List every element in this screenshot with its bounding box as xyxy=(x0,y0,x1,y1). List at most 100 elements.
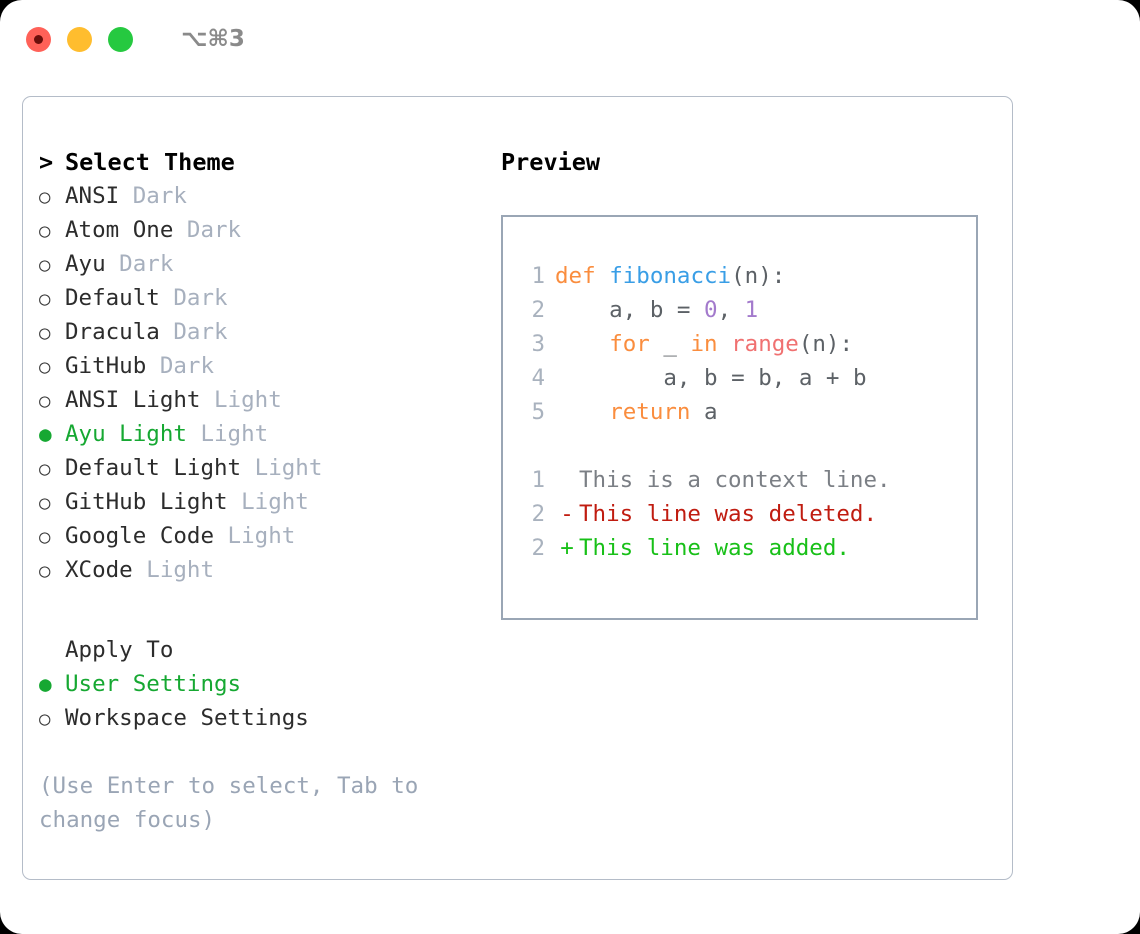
code-token-plain: _ xyxy=(649,331,691,357)
theme-option-label: Ayu Light xyxy=(65,421,187,447)
code-token-fn: fibonacci xyxy=(609,263,732,289)
code-token-num: 0 xyxy=(704,297,718,323)
radio-unselected-icon: ○ xyxy=(39,526,51,548)
theme-option-xcode[interactable]: ○ XCode Light xyxy=(39,553,469,587)
theme-option-default[interactable]: ○Default Dark xyxy=(39,281,469,315)
radio-unselected-icon: ○ xyxy=(39,322,51,344)
theme-option-label: Atom One xyxy=(65,217,174,243)
code-line-content: a, b = 0, 1 xyxy=(555,293,758,327)
theme-option-variant: Light xyxy=(214,523,296,549)
radio-unselected-icon: ○ xyxy=(39,254,51,276)
apply-to-marker-spacer xyxy=(39,633,65,667)
theme-option-github-light[interactable]: ○GitHub Light Light xyxy=(39,485,469,519)
diff-line-text: This is a context line. xyxy=(579,467,891,493)
code-line-number: 4 xyxy=(531,365,545,391)
code-line: 2 a, b = 0, 1 xyxy=(517,293,976,327)
radio-unselected-icon: ○ xyxy=(39,458,51,480)
diff-line-number: 1 xyxy=(531,467,545,493)
code-token-plain xyxy=(555,399,609,425)
theme-option-variant: Dark xyxy=(173,217,242,243)
diff-line-number: 2 xyxy=(531,501,545,527)
close-window-button[interactable] xyxy=(26,26,51,52)
code-token-kw: for xyxy=(609,331,650,357)
maximize-window-button[interactable] xyxy=(108,26,133,52)
diff-line: 1 This is a context line. xyxy=(517,463,976,497)
code-token-kw: def xyxy=(555,263,610,289)
theme-option-label: Ayu xyxy=(65,251,106,277)
radio-selected-icon: ● xyxy=(39,672,52,696)
diff-sample: 1 This is a context line. 2-This line was… xyxy=(517,463,976,565)
code-diff-spacer xyxy=(517,429,976,463)
theme-option-google-code[interactable]: ○Google Code Light xyxy=(39,519,469,553)
code-token-plain: (n): xyxy=(731,263,786,289)
theme-option-ansi-light[interactable]: ○ANSI Light Light xyxy=(39,383,469,417)
apply-to-option-workspace-settings[interactable]: ○Workspace Settings xyxy=(39,701,469,735)
code-token-plain xyxy=(555,331,609,357)
theme-option-variant: Dark xyxy=(119,183,187,209)
diff-line-text: This line was added. xyxy=(579,535,850,561)
theme-option-label: ANSI Light xyxy=(65,387,201,413)
theme-option-variant: Dark xyxy=(159,285,228,311)
diff-line-number: 2 xyxy=(531,535,545,561)
preview-title: Preview xyxy=(501,148,601,176)
code-token-plain xyxy=(718,331,732,357)
theme-list: ○ANSI Dark○Atom One Dark○Ayu Dark○Defaul… xyxy=(39,179,469,587)
code-line: 5 return a xyxy=(517,395,976,429)
theme-option-atom-one[interactable]: ○ Atom One Dark xyxy=(39,213,469,247)
theme-option-dracula[interactable]: ○Dracula Dark xyxy=(39,315,469,349)
radio-unselected-icon: ○ xyxy=(39,560,51,582)
theme-option-variant: Dark xyxy=(105,251,174,277)
diff-marker-del: - xyxy=(560,501,574,527)
radio-unselected-icon: ○ xyxy=(39,288,51,310)
apply-to-list: ●User Settings○Workspace Settings xyxy=(39,667,469,735)
main-panel: > Select Theme ○ANSI Dark○Atom One Dark○… xyxy=(22,96,1013,880)
minimize-window-button[interactable] xyxy=(67,26,92,52)
radio-unselected-icon: ○ xyxy=(39,186,51,208)
apply-to-option-user-settings[interactable]: ●User Settings xyxy=(39,667,469,701)
code-line: 3 for _ in range(n): xyxy=(517,327,976,361)
radio-unselected-icon: ○ xyxy=(39,220,51,242)
theme-option-github[interactable]: ○GitHub Dark xyxy=(39,349,469,383)
diff-line-text: This line was deleted. xyxy=(579,501,878,527)
code-line-number: 3 xyxy=(531,331,545,357)
code-line: 4 a, b = b, a + b xyxy=(517,361,976,395)
theme-option-variant: Light xyxy=(132,557,215,583)
code-line-content: def fibonacci(n): xyxy=(555,259,785,293)
keyboard-hint: (Use Enter to select, Tab to change focu… xyxy=(39,773,419,833)
theme-option-variant: Light xyxy=(227,489,309,515)
theme-option-label: XCode xyxy=(65,557,133,583)
code-token-kw: return xyxy=(609,399,691,425)
radio-unselected-icon: ○ xyxy=(39,356,51,378)
theme-option-ayu[interactable]: ○ Ayu Dark xyxy=(39,247,469,281)
theme-option-ansi[interactable]: ○ANSI Dark xyxy=(39,179,469,213)
radio-selected-icon: ● xyxy=(39,422,52,446)
select-theme-header: > Select Theme xyxy=(39,145,469,179)
panel-columns: > Select Theme ○ANSI Dark○Atom One Dark○… xyxy=(23,97,1012,879)
code-token-plain: a xyxy=(690,399,718,425)
diff-marker-ctx xyxy=(555,463,579,497)
section-spacer xyxy=(39,587,469,633)
keyboard-shortcut-label: ⌥⌘3 xyxy=(181,26,245,52)
code-line-content: for _ in range(n): xyxy=(555,327,853,361)
code-token-plain: a, b = b, a + b xyxy=(555,365,867,391)
traffic-lights xyxy=(26,26,133,52)
select-theme-title: Select Theme xyxy=(65,148,235,176)
theme-option-default-light[interactable]: ○Default Light Light xyxy=(39,451,469,485)
radio-unselected-icon: ○ xyxy=(39,708,51,730)
prompt-caret-icon: > xyxy=(39,148,54,176)
theme-selector-column: > Select Theme ○ANSI Dark○Atom One Dark○… xyxy=(39,145,469,837)
apply-to-header: Apply To xyxy=(39,633,469,667)
theme-option-ayu-light[interactable]: ● Ayu Light Light xyxy=(39,417,469,451)
code-token-plain: a, b = xyxy=(555,297,705,323)
code-token-kw: in xyxy=(690,331,718,357)
theme-option-label: GitHub Light xyxy=(65,489,228,515)
theme-option-variant: Light xyxy=(186,421,269,447)
code-line-content: a, b = b, a + b xyxy=(555,361,867,395)
title-bar: ⌥⌘3 xyxy=(0,0,1140,78)
theme-option-variant: Light xyxy=(200,387,282,413)
